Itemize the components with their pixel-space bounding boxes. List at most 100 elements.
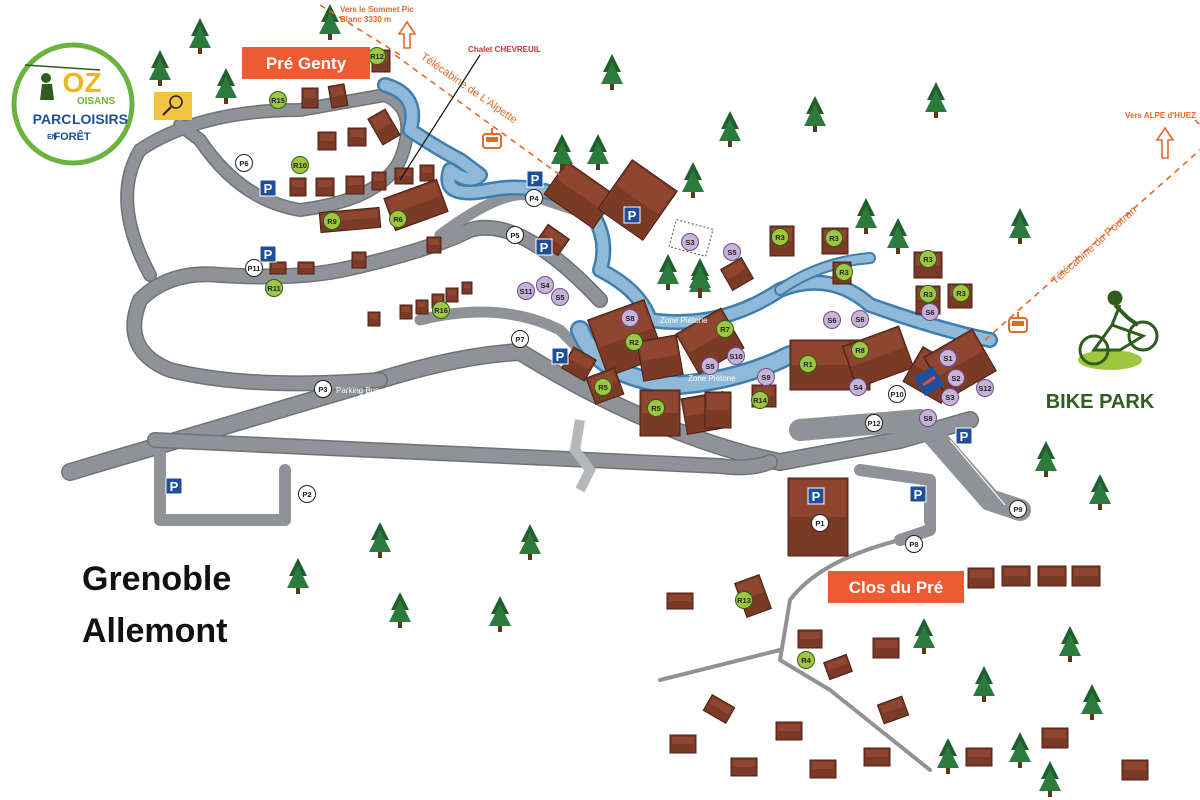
parking-marker-label: P4 (529, 194, 539, 203)
residence-marker[interactable]: R3 (771, 228, 789, 246)
residence-marker[interactable]: R3 (835, 263, 853, 281)
building (636, 334, 684, 382)
service-marker-label: S4 (853, 383, 863, 392)
residence-marker[interactable]: R3 (919, 250, 937, 268)
parking-sign-letter: P (264, 181, 273, 196)
service-marker[interactable]: S8 (919, 409, 937, 427)
parking-marker[interactable]: P6 (235, 154, 253, 172)
residence-marker-label: R6 (393, 215, 403, 224)
service-marker[interactable]: S6 (851, 310, 869, 328)
parking-marker-label: P6 (239, 159, 248, 168)
service-marker[interactable]: S5 (551, 288, 569, 306)
residence-marker[interactable]: R12 (368, 47, 386, 65)
telecabine-poutran-label: Télécabine du Poutran (1049, 204, 1139, 287)
parking-marker[interactable]: P1 (811, 514, 829, 532)
bike-park[interactable]: BIKE PARK (1046, 290, 1159, 413)
service-marker[interactable]: S9 (757, 368, 775, 386)
service-marker[interactable]: S5 (723, 243, 741, 261)
service-marker[interactable]: S6 (921, 303, 939, 321)
pine-tree-icon (369, 522, 391, 558)
pine-tree-icon (1009, 208, 1031, 244)
residence-marker[interactable]: R13 (735, 591, 753, 609)
residence-marker[interactable]: R4 (797, 651, 815, 669)
residence-marker[interactable]: R3 (952, 284, 970, 302)
residence-marker[interactable]: R6 (389, 210, 407, 228)
parking-marker[interactable]: P9 (1009, 500, 1027, 518)
residence-marker[interactable]: R3 (919, 285, 937, 303)
parking-marker[interactable]: P10 (888, 385, 906, 403)
clos-du-pre-banner[interactable]: Clos du Pré (828, 571, 964, 603)
service-marker[interactable]: S10 (727, 347, 745, 365)
residence-marker-label: R12 (370, 52, 384, 61)
parking-marker[interactable]: P8 (905, 535, 923, 553)
service-marker[interactable]: S1 (939, 349, 957, 367)
pine-tree-icon (1081, 684, 1103, 720)
parking-sign-letter: P (812, 489, 821, 504)
logo-parc: PARC (33, 111, 72, 127)
building (394, 167, 414, 185)
parking-marker[interactable]: P2 (298, 485, 316, 503)
oz-oisans-logo[interactable]: OZ OISANS PARC LOISIRS EN FORÊT (11, 42, 135, 166)
residence-marker[interactable]: R2 (625, 333, 643, 351)
service-marker[interactable]: S8 (621, 309, 639, 327)
service-marker[interactable]: S4 (849, 378, 867, 396)
service-marker[interactable]: S2 (947, 369, 965, 387)
pre-genty-banner[interactable]: Pré Genty (242, 47, 370, 79)
pine-tree-icon (389, 592, 411, 628)
parking-sign-icon: P (259, 179, 277, 197)
mountain-bike-icon (1078, 290, 1159, 366)
residence-marker[interactable]: R5 (647, 399, 665, 417)
residence-marker[interactable]: R16 (432, 301, 450, 319)
service-marker[interactable]: S3 (681, 233, 699, 251)
building (719, 256, 755, 292)
residence-marker[interactable]: R10 (291, 156, 309, 174)
destination-allemont: Allemont (82, 612, 227, 650)
residence-marker[interactable]: R11 (265, 279, 283, 297)
service-marker-label: S6 (855, 315, 864, 324)
building (371, 171, 387, 191)
building (666, 592, 694, 610)
pine-tree-icon (319, 4, 341, 40)
zone-pietone-label: Zone Piétone (660, 316, 708, 325)
residence-marker[interactable]: R1 (799, 355, 817, 373)
building (351, 251, 367, 269)
parking-marker[interactable]: P7 (511, 330, 529, 348)
service-marker-label: S2 (951, 374, 960, 383)
parking-marker[interactable]: P5 (506, 226, 524, 244)
parking-sign-icon: P (259, 245, 277, 263)
service-marker[interactable]: S12 (976, 379, 994, 397)
service-marker-label: S1 (943, 354, 952, 363)
service-marker[interactable]: S6 (823, 311, 841, 329)
parking-marker[interactable]: P12 (865, 414, 883, 432)
arrow-up-icon (1155, 126, 1175, 159)
residence-marker[interactable]: R9 (323, 212, 341, 230)
parking-marker[interactable]: P4 (525, 189, 543, 207)
service-marker[interactable]: S11 (517, 282, 535, 300)
parking-bays (184, 439, 1006, 526)
service-marker-label: S4 (540, 281, 550, 290)
residence-marker-label: R14 (753, 396, 768, 405)
building (863, 747, 891, 767)
residence-marker[interactable]: R5 (594, 378, 612, 396)
building (399, 304, 413, 320)
service-marker-label: S10 (729, 352, 742, 361)
residence-marker[interactable]: R15 (269, 91, 287, 109)
residence-marker-label: R5 (651, 404, 661, 413)
building (301, 87, 319, 109)
building (1037, 565, 1067, 587)
service-marker[interactable]: S4 (536, 276, 554, 294)
parking-marker[interactable]: P11 (245, 259, 263, 277)
residence-marker[interactable]: R14 (751, 391, 769, 409)
residence-marker[interactable]: R7 (716, 320, 734, 338)
service-marker[interactable]: S5 (701, 357, 719, 375)
parking-sign-letter: P (556, 349, 565, 364)
building (415, 299, 429, 315)
service-marker[interactable]: S3 (941, 388, 959, 406)
parking-marker[interactable]: P3 (314, 380, 332, 398)
residence-marker-label: R13 (737, 596, 751, 605)
residence-marker[interactable]: R3 (825, 229, 843, 247)
pine-tree-icon (804, 96, 826, 132)
building (367, 108, 401, 146)
residence-marker[interactable]: R8 (851, 341, 869, 359)
